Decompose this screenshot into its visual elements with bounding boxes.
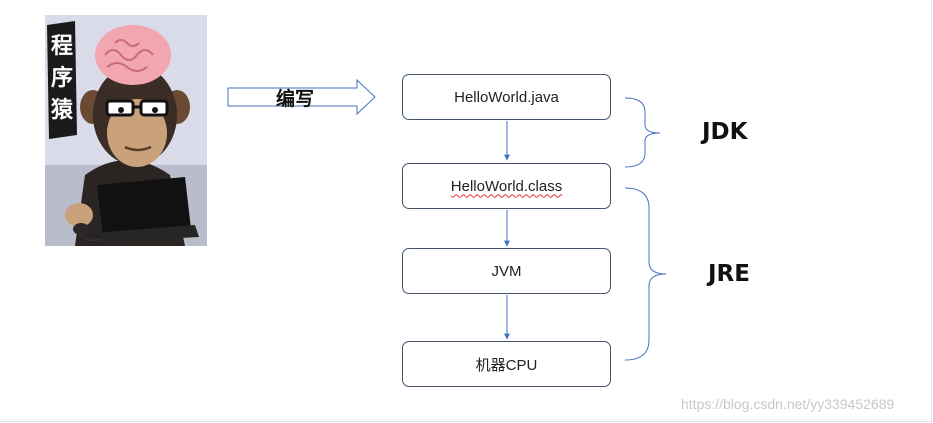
caption-char-1: 程 (51, 34, 73, 59)
jre-label: JRE (708, 261, 750, 287)
caption-char-2: 序 (51, 65, 73, 91)
jre-brace (624, 187, 667, 361)
step-machine-cpu: 机器CPU (402, 341, 611, 387)
jdk-label: JDK (702, 119, 748, 145)
step-label: HelloWorld.class (450, 177, 563, 195)
caption-char-3: 猿 (50, 98, 74, 123)
write-block-arrow (227, 78, 376, 116)
step-label: 机器CPU (475, 356, 538, 374)
watermark: https://blog.csdn.net/yy339452689 (681, 396, 895, 412)
step-label: HelloWorld.java (454, 88, 559, 106)
write-arrow-label: 编写 (276, 88, 315, 110)
step-class-file: HelloWorld.class (402, 163, 611, 209)
programmer-monkey-illustration: 程 序 猿 (45, 15, 207, 246)
step-java-source: HelloWorld.java (402, 74, 611, 120)
jdk-brace (624, 97, 661, 168)
step-label: JVM (491, 262, 522, 280)
step-jvm: JVM (402, 248, 611, 294)
